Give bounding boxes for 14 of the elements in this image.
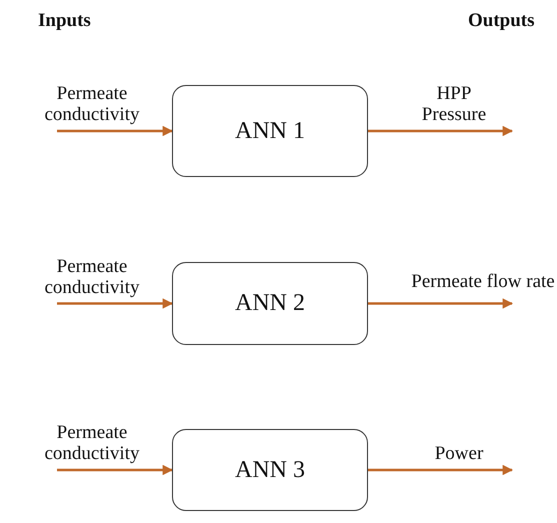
column-heading: Inputs: [38, 10, 91, 32]
process-box: [172, 429, 368, 511]
process-box: [172, 262, 368, 345]
node-label: ANN 2: [235, 290, 305, 317]
column-heading: Outputs: [468, 10, 535, 32]
arrow: [368, 298, 514, 309]
arrow: [57, 298, 174, 309]
arrow: [368, 126, 514, 136]
arrow: [57, 126, 174, 136]
arrow: [368, 464, 514, 476]
process-box: [172, 85, 368, 177]
node-label: ANN 3: [235, 456, 305, 484]
arrow: [57, 464, 174, 476]
node-label: ANN 1: [235, 118, 305, 144]
